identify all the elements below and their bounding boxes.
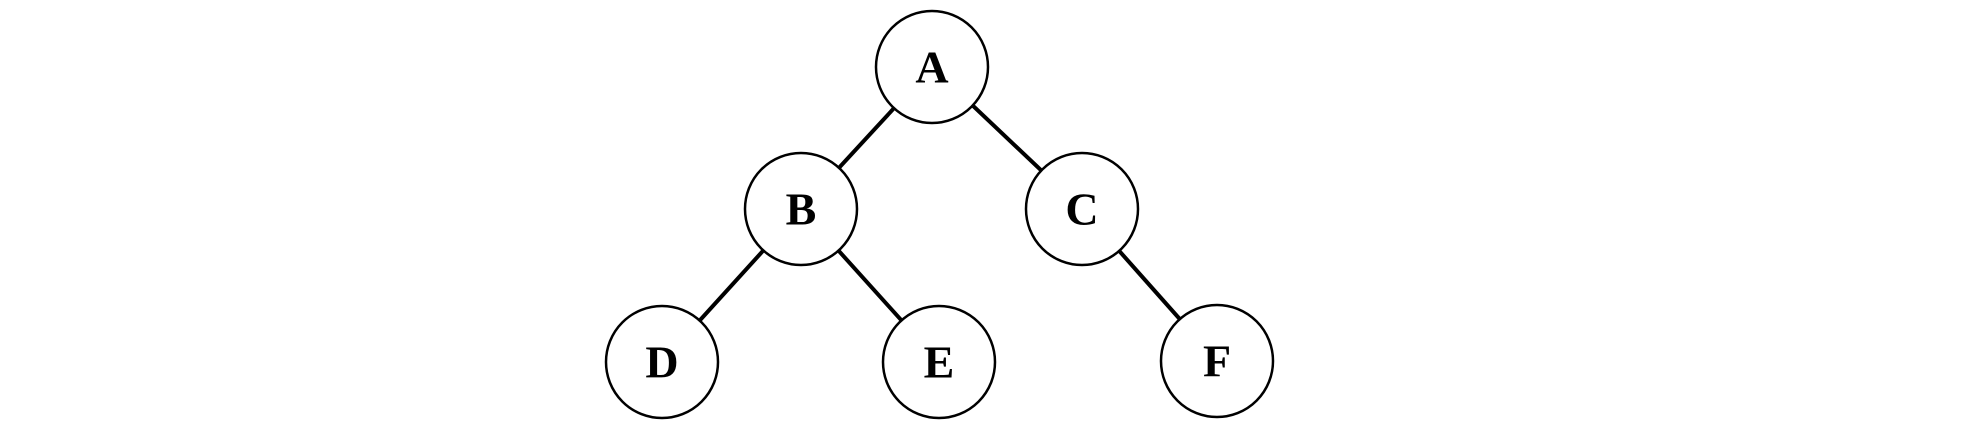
node-label-B: B xyxy=(786,184,817,235)
nodes-layer: A B C D E F xyxy=(604,9,1275,420)
node-circle-E xyxy=(881,304,997,420)
tree-node-E: E xyxy=(881,304,997,420)
tree-node-C: C xyxy=(1024,151,1140,267)
node-label-E: E xyxy=(924,337,955,388)
node-circle-F xyxy=(1159,303,1275,419)
node-circle-D xyxy=(604,304,720,420)
tree-node-B: B xyxy=(743,151,859,267)
node-label-A: A xyxy=(915,42,948,93)
tree-node-D: D xyxy=(604,304,720,420)
tree-node-A: A xyxy=(874,9,990,125)
node-circle-B xyxy=(743,151,859,267)
node-circle-C xyxy=(1024,151,1140,267)
tree-node-F: F xyxy=(1159,303,1275,419)
node-label-D: D xyxy=(645,337,678,388)
node-label-C: C xyxy=(1065,184,1098,235)
node-circle-A xyxy=(874,9,990,125)
node-label-F: F xyxy=(1203,336,1231,387)
